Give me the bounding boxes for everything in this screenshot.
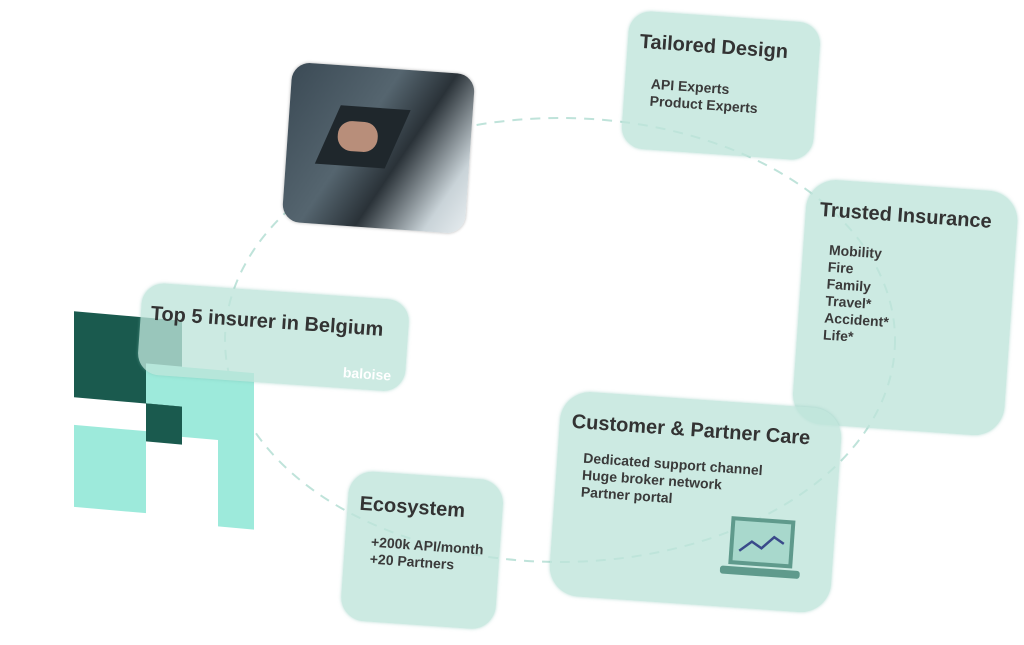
card-ecosystem: Ecosystem +200k API/month +20 Partners [339, 470, 505, 631]
card-tailored-design: Tailored Design API Experts Product Expe… [620, 10, 822, 162]
trusted-title: Trusted Insurance [819, 198, 993, 233]
tailored-title: Tailored Design [639, 30, 789, 64]
laptop-chart-icon [719, 516, 800, 579]
typing-photo [281, 61, 476, 235]
card-top5: Top 5 insurer in Belgium baloise [136, 282, 411, 393]
care-title: Customer & Partner Care [571, 410, 811, 450]
baloise-logo: baloise [342, 364, 392, 384]
top5-title: Top 5 insurer in Belgium [150, 302, 385, 341]
card-trusted-insurance: Trusted Insurance Mobility Fire Family T… [790, 178, 1020, 438]
card-customer-partner-care: Customer & Partner Care Dedicated suppor… [547, 390, 844, 615]
ecosystem-title: Ecosystem [358, 492, 466, 523]
